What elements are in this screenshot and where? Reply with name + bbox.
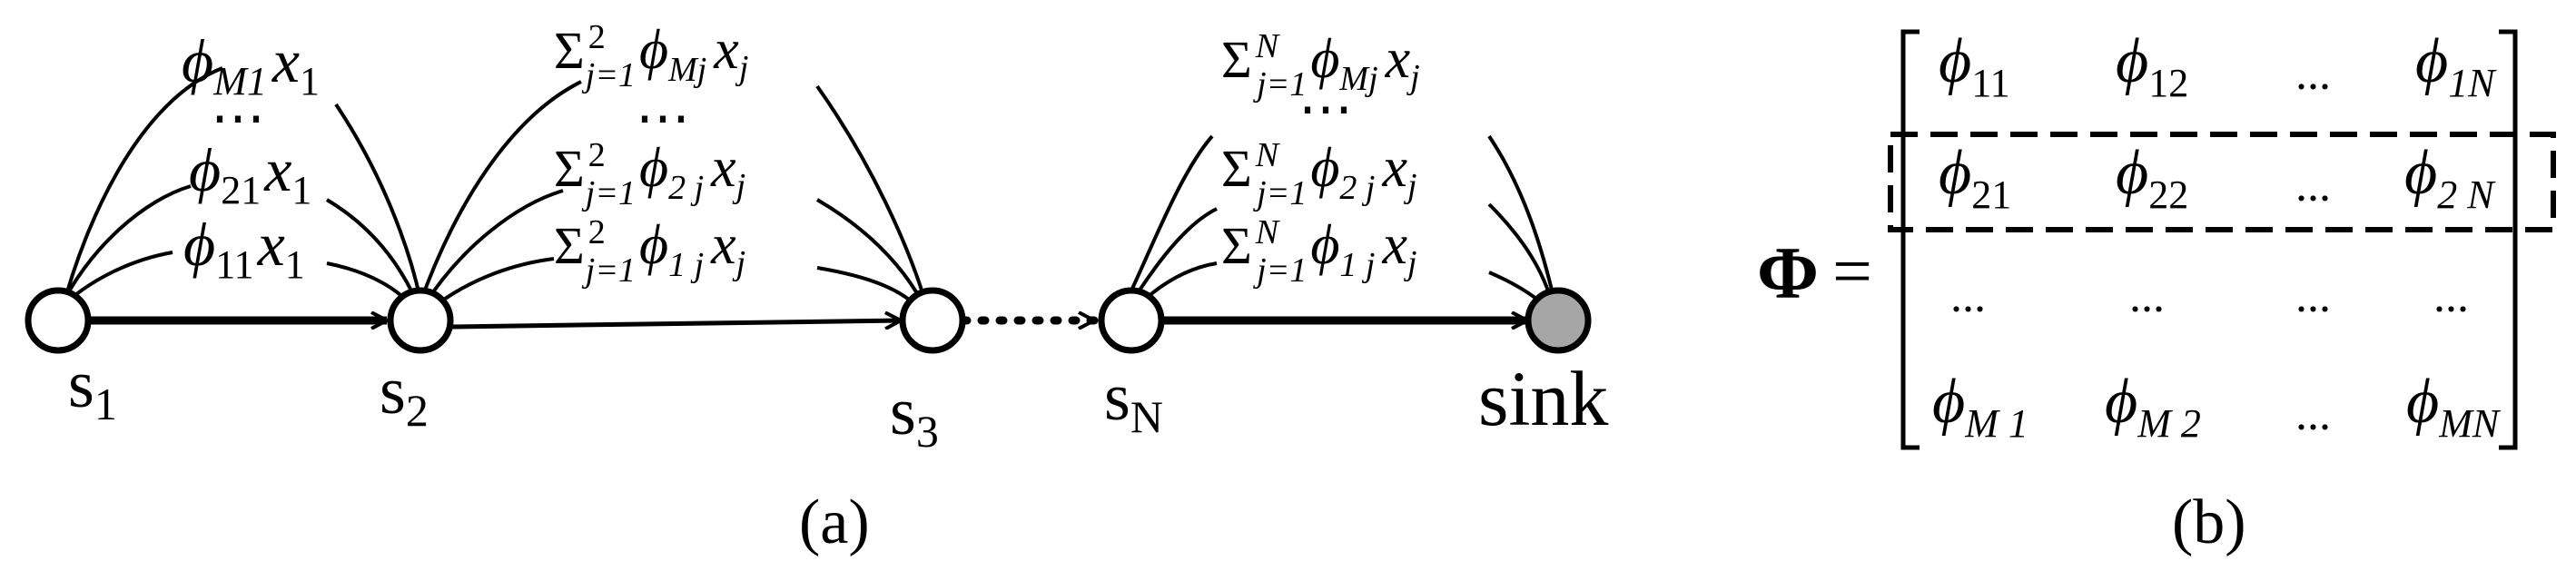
- arrow-s2-s3: [451, 320, 901, 327]
- arc-s2-s3-top: [419, 80, 927, 303]
- matrix-cell-4-3: ...: [2295, 389, 2331, 440]
- node-s1: [25, 287, 92, 354]
- node-s3: [899, 287, 966, 354]
- arc-sN-sink-top: [1124, 134, 1556, 303]
- hop1-ellipsis: ⋯: [211, 88, 265, 148]
- nodes: [25, 287, 1592, 354]
- matrix-cell-2-4: ϕ2 N: [2404, 138, 2496, 217]
- node-sink: [1525, 287, 1592, 354]
- matrix-cell-1-1: ϕ11: [1939, 26, 2010, 105]
- label-s3: s3: [890, 375, 939, 457]
- caption-a: (a): [799, 487, 870, 557]
- highlight-row-box: [1888, 132, 2556, 232]
- matrix-brackets: [1900, 29, 2518, 450]
- matrix-cell-1-4: ϕ1N: [2415, 26, 2497, 105]
- matrix-cell-1-3: ...: [2295, 48, 2331, 100]
- hopN-arcs: [1124, 134, 1556, 312]
- matrix-cell-2-1: ϕ21: [1939, 138, 2011, 217]
- caption-b: (b): [2172, 487, 2246, 557]
- matrix-cell-4-1: ϕM 1: [1932, 367, 2028, 446]
- node-sN: [1098, 287, 1165, 354]
- hop1-label-mid: ϕ21x1: [189, 135, 311, 212]
- left-bracket: [1900, 29, 1920, 450]
- hop1-label-bot: ϕ11x1: [183, 210, 305, 287]
- hop2-ellipsis: ⋯: [636, 88, 690, 148]
- matrix-cell-4-4: ϕMN: [2406, 367, 2502, 446]
- arc-s2-s3-mid: [423, 189, 925, 306]
- right-bracket: [2499, 29, 2518, 450]
- label-sink: sink: [1478, 355, 1608, 442]
- matrix-cell-3-3: ...: [2295, 271, 2331, 322]
- label-s2: s2: [380, 354, 429, 436]
- node-s2: [387, 287, 454, 354]
- matrix-cell-2-3: ...: [2295, 160, 2331, 212]
- hop1-label-top: ϕM1x1: [182, 26, 320, 103]
- label-sN: sN: [1104, 360, 1163, 442]
- hopN-ellipsis: ⋯: [1298, 79, 1353, 139]
- matrix-cell-1-2: ϕ12: [2116, 26, 2188, 105]
- matrix-cells: ϕ11 ϕ12 ... ϕ1N ϕ21 ϕ22 ... ϕ2 N ... ...…: [1932, 26, 2502, 446]
- arc-s1-s2-top: [60, 66, 422, 312]
- matrix-cell-3-4: ...: [2433, 271, 2469, 322]
- phi-matrix-symbol: Φ: [1757, 231, 1819, 314]
- matrix-cell-2-2: ϕ22: [2116, 138, 2188, 217]
- matrix-cell-4-2: ϕM 2: [2105, 367, 2201, 446]
- equals-sign: =: [1832, 231, 1872, 310]
- node-labels: s1 s2 s3 sN sink: [68, 348, 1608, 457]
- hop1-labels: ϕM1x1 ⋯ ϕ21x1 ϕ11x1: [182, 26, 320, 287]
- label-s1: s1: [68, 348, 117, 429]
- panel-b: Φ = ϕ11 ϕ12 ... ϕ1N ϕ21 ϕ22 ... ϕ2 N ...…: [1757, 26, 2556, 557]
- chain-arrows: [90, 320, 1527, 327]
- matrix-cell-3-1: ...: [1950, 271, 1986, 322]
- matrix-cell-3-2: ...: [2129, 271, 2165, 322]
